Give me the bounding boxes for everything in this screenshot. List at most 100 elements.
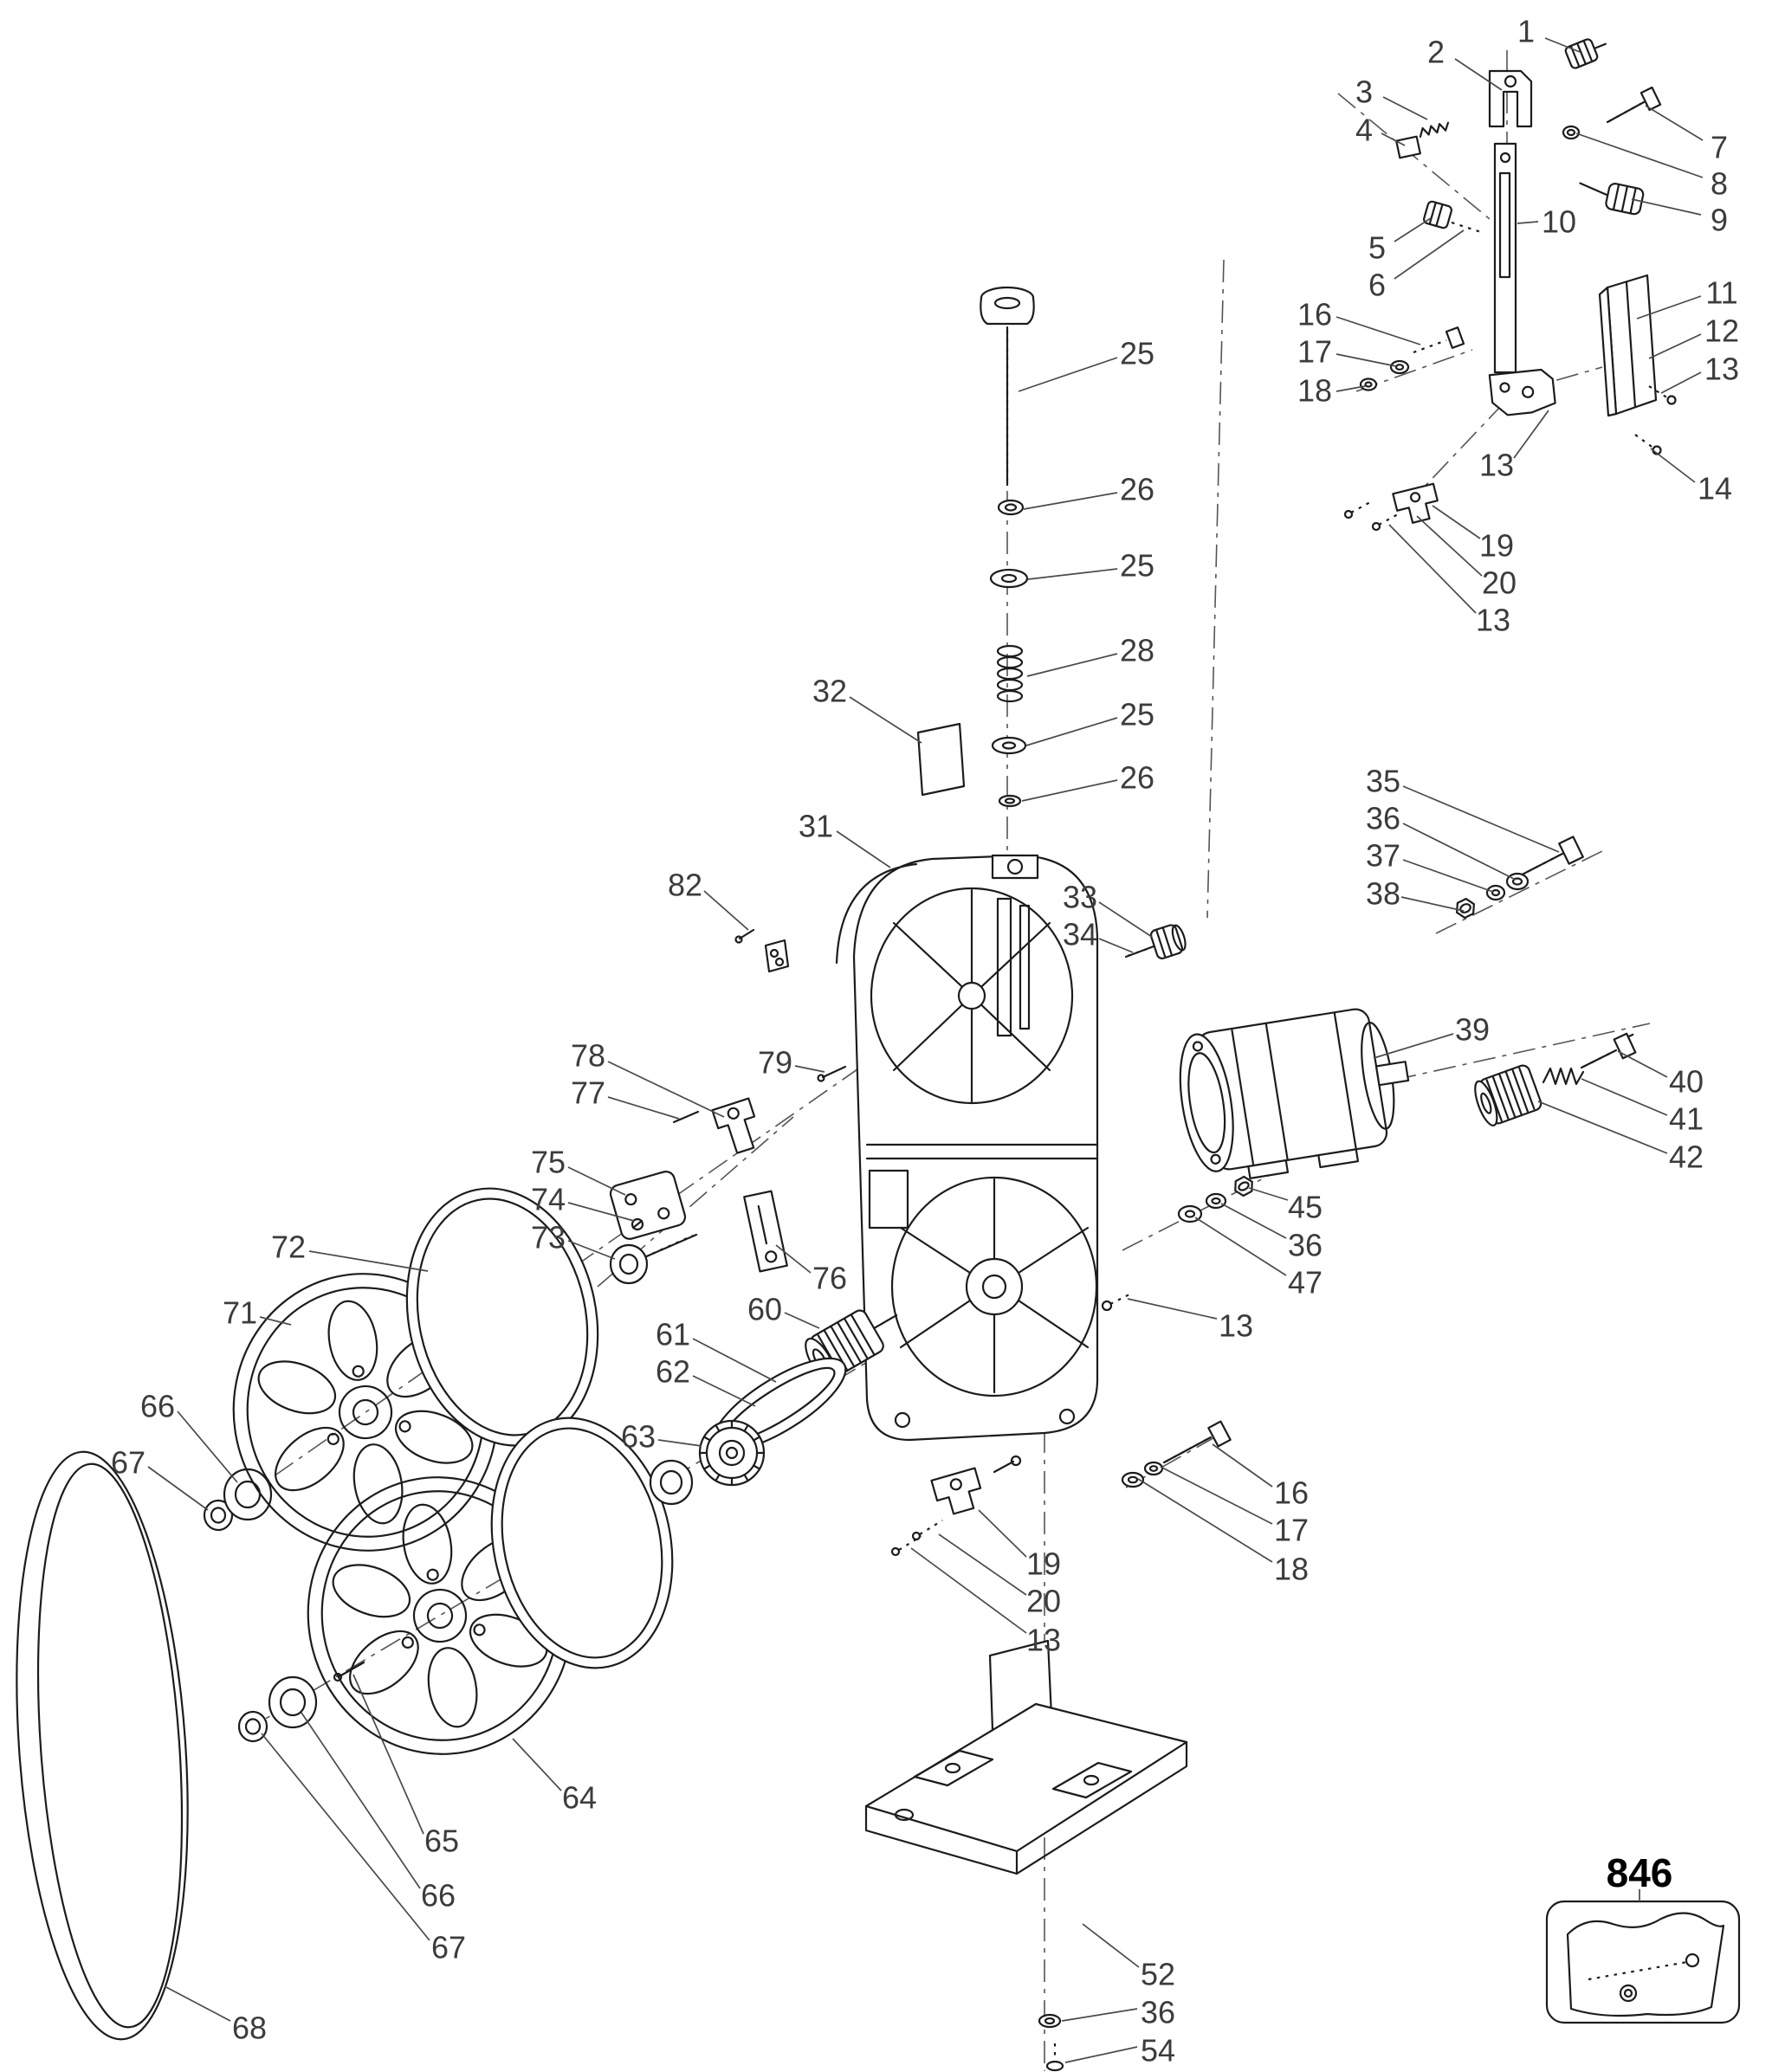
guide-bar-10: [1493, 142, 1517, 374]
part-label-3: 3: [1355, 74, 1373, 110]
part-label-846: 846: [1607, 1850, 1673, 1895]
leader-line-25: [1027, 568, 1118, 580]
leader-line-36: [1220, 1203, 1287, 1239]
part-label-63: 63: [621, 1419, 656, 1455]
leader-line-8: [1575, 132, 1704, 178]
leader-line-13: [1660, 371, 1702, 394]
drive-train-parts: [649, 1309, 898, 1506]
part-label-25: 25: [1120, 336, 1154, 371]
leader-line-1: [1544, 37, 1581, 53]
leader-line-13: [1513, 410, 1549, 459]
part-label-5: 5: [1368, 230, 1386, 266]
base-hardware: [1038, 2013, 1064, 2072]
part-label-76: 76: [812, 1261, 847, 1296]
part-label-36: 36: [1366, 801, 1400, 836]
part-label-9: 9: [1711, 203, 1728, 238]
part-label-31: 31: [799, 809, 833, 844]
part-label-16: 16: [1297, 297, 1332, 332]
part-label-39: 39: [1455, 1012, 1490, 1048]
part-label-36: 36: [1141, 1995, 1175, 2030]
part-label-74: 74: [531, 1182, 566, 1217]
leader-line-20: [1416, 515, 1483, 577]
leader-line-14: [1650, 448, 1696, 483]
part-label-42: 42: [1669, 1139, 1704, 1175]
part-label-20: 20: [1482, 565, 1517, 601]
leader-line-62: [692, 1375, 756, 1407]
part-label-65: 65: [424, 1823, 459, 1859]
part-label-28: 28: [1120, 633, 1154, 668]
upper-guide-assembly: [1343, 38, 1677, 532]
part-label-45: 45: [1288, 1190, 1323, 1225]
part-label-41: 41: [1669, 1101, 1704, 1137]
leader-line-42: [1537, 1101, 1668, 1154]
leader-line-47: [1194, 1217, 1287, 1276]
part-label-62: 62: [656, 1354, 690, 1390]
part-label-26: 26: [1120, 472, 1154, 507]
leader-line-17: [1160, 1466, 1273, 1525]
part-label-14: 14: [1698, 471, 1732, 507]
part-label-54: 54: [1141, 2033, 1175, 2069]
part-label-67: 67: [431, 1930, 466, 1965]
part-label-38: 38: [1366, 876, 1400, 912]
blade-band: [16, 1450, 189, 2041]
lower-mount-hardware: [1121, 1420, 1232, 1488]
part-label-10: 10: [1542, 204, 1576, 240]
part-label-18: 18: [1297, 373, 1332, 409]
leader-line-20: [938, 1533, 1027, 1596]
leader-line-26: [1021, 779, 1118, 802]
part-label-61: 61: [656, 1317, 690, 1352]
leader-line-68: [164, 1985, 231, 2022]
lower-wheel-bearing: [237, 1661, 365, 1743]
part-label-73: 73: [531, 1220, 566, 1255]
hardware-bag: [1545, 1900, 1741, 2024]
leader-line-25: [1018, 357, 1118, 392]
leader-line-82: [703, 890, 749, 931]
leader-line-13: [1388, 524, 1477, 614]
leader-line-34: [1098, 938, 1134, 953]
part-label-13: 13: [1479, 448, 1514, 483]
leader-lines: [147, 37, 1704, 2063]
part-label-71: 71: [223, 1295, 257, 1331]
part-label-20: 20: [1026, 1584, 1061, 1619]
leader-line-38: [1400, 896, 1465, 912]
part-label-66: 66: [421, 1878, 456, 1914]
leader-line-16: [1336, 316, 1421, 345]
leader-line-74: [567, 1202, 635, 1222]
leader-line-13: [910, 1547, 1027, 1634]
part-label-77: 77: [571, 1075, 605, 1111]
part-label-19: 19: [1026, 1546, 1061, 1582]
leader-line-12: [1648, 333, 1702, 359]
part-label-13: 13: [1219, 1308, 1253, 1344]
part-label-35: 35: [1366, 764, 1400, 799]
leader-line-36: [1402, 823, 1517, 881]
leader-line-25: [1025, 717, 1118, 746]
base: [864, 1639, 1188, 1875]
upper-wheel-bearing: [203, 1468, 273, 1532]
leader-line-40: [1617, 1050, 1668, 1078]
part-label-18: 18: [1274, 1552, 1309, 1587]
leader-line-19: [978, 1509, 1027, 1558]
part-label-12: 12: [1704, 313, 1739, 349]
part-label-6: 6: [1368, 268, 1386, 303]
leader-line-78: [607, 1061, 725, 1118]
pulley-spring: [1542, 1067, 1585, 1086]
part-label-67: 67: [111, 1445, 146, 1481]
spring-3: [1419, 121, 1450, 139]
part-label-13: 13: [1026, 1623, 1061, 1658]
screw-7-head: [1639, 86, 1662, 112]
part-label-7: 7: [1711, 130, 1728, 165]
leader-line-52: [1082, 1923, 1140, 1968]
leader-line-36: [1061, 2008, 1138, 2022]
part-label-17: 17: [1297, 334, 1332, 370]
part-label-36: 36: [1288, 1228, 1323, 1263]
lower-tire: [490, 1417, 674, 1669]
leader-line-28: [1026, 653, 1118, 677]
leader-line-54: [1064, 2046, 1138, 2063]
leader-line-76: [775, 1244, 812, 1274]
part-label-37: 37: [1366, 838, 1400, 874]
leader-line-37: [1402, 859, 1494, 893]
leader-line-77: [607, 1096, 680, 1120]
leader-line-31: [836, 830, 891, 868]
